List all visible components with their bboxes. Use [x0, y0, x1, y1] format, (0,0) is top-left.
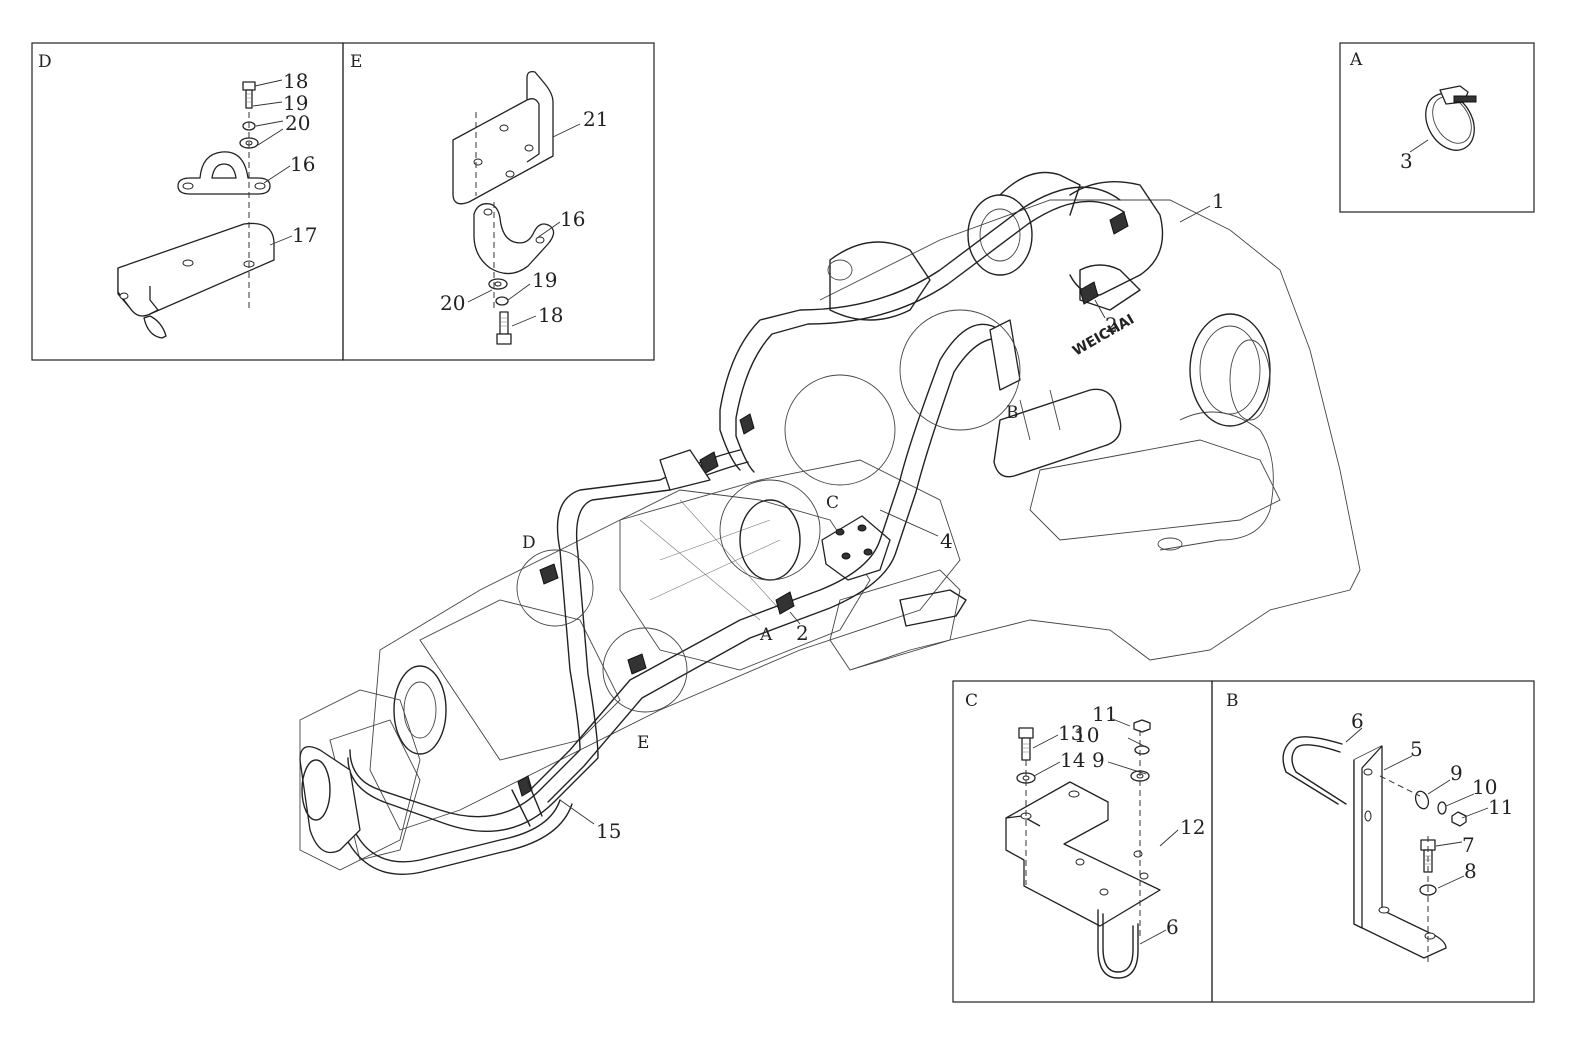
exhaust-pipe-long [529, 323, 1001, 791]
svg-text:C: C [826, 493, 839, 513]
svg-text:8: 8 [1464, 859, 1477, 883]
l-bracket-part [1353, 745, 1447, 959]
svg-text:14: 14 [1060, 748, 1085, 772]
mounting-plate-part [1005, 781, 1161, 927]
panel-c-label: C [965, 691, 978, 711]
panel-e-label: E [350, 52, 362, 72]
svg-text:6: 6 [1166, 915, 1179, 939]
svg-text:19: 19 [532, 268, 557, 292]
svg-text:B: B [1006, 403, 1019, 423]
svg-text:20: 20 [440, 291, 465, 315]
exhaust-pipe-upper [719, 186, 1121, 471]
svg-text:3: 3 [1400, 149, 1413, 173]
svg-text:11: 11 [1092, 702, 1117, 726]
engine-brand-text: WEICHAI [1070, 311, 1137, 359]
svg-text:2: 2 [796, 621, 809, 645]
detail-panel-c: C 13 14 11 10 9 12 6 [952, 680, 1213, 1003]
detail-panel-d: D 18 19 20 16 17 [31, 42, 344, 361]
detail-panel-a: A 3 [1339, 42, 1535, 213]
detail-panel-e: E 21 16 19 20 18 [342, 42, 655, 361]
svg-text:5: 5 [1410, 737, 1423, 761]
svg-text:7: 7 [1462, 833, 1475, 857]
detail-panel-b: B 6 5 9 10 11 7 8 [1211, 680, 1535, 1003]
svg-text:12: 12 [1180, 815, 1205, 839]
svg-text:20: 20 [285, 111, 310, 135]
svg-text:4: 4 [940, 529, 953, 553]
svg-text:16: 16 [290, 152, 315, 176]
svg-text:10: 10 [1074, 723, 1099, 747]
svg-text:9: 9 [1450, 761, 1463, 785]
svg-text:E: E [637, 733, 649, 753]
panel-d-label: D [38, 52, 52, 72]
svg-text:21: 21 [583, 107, 608, 131]
svg-text:13: 13 [1058, 721, 1083, 745]
svg-text:A: A [759, 625, 773, 645]
svg-text:15: 15 [596, 819, 621, 843]
main-assembly-view: WEICHAI [299, 171, 1361, 875]
svg-text:16: 16 [560, 207, 585, 231]
svg-text:18: 18 [283, 69, 308, 93]
panel-b-label: B [1226, 691, 1239, 711]
svg-text:D: D [522, 533, 536, 553]
svg-text:18: 18 [538, 303, 563, 327]
svg-text:1: 1 [1212, 189, 1225, 213]
svg-text:2: 2 [1105, 313, 1118, 337]
hose-clamp-part [1425, 85, 1477, 151]
svg-text:11: 11 [1488, 795, 1513, 819]
svg-text:6: 6 [1351, 709, 1364, 733]
bolt-part [242, 81, 256, 109]
panel-a-label: A [1349, 50, 1363, 70]
svg-text:10: 10 [1472, 775, 1497, 799]
svg-text:9: 9 [1092, 748, 1105, 772]
svg-text:19: 19 [283, 91, 308, 115]
svg-text:17: 17 [292, 223, 317, 247]
